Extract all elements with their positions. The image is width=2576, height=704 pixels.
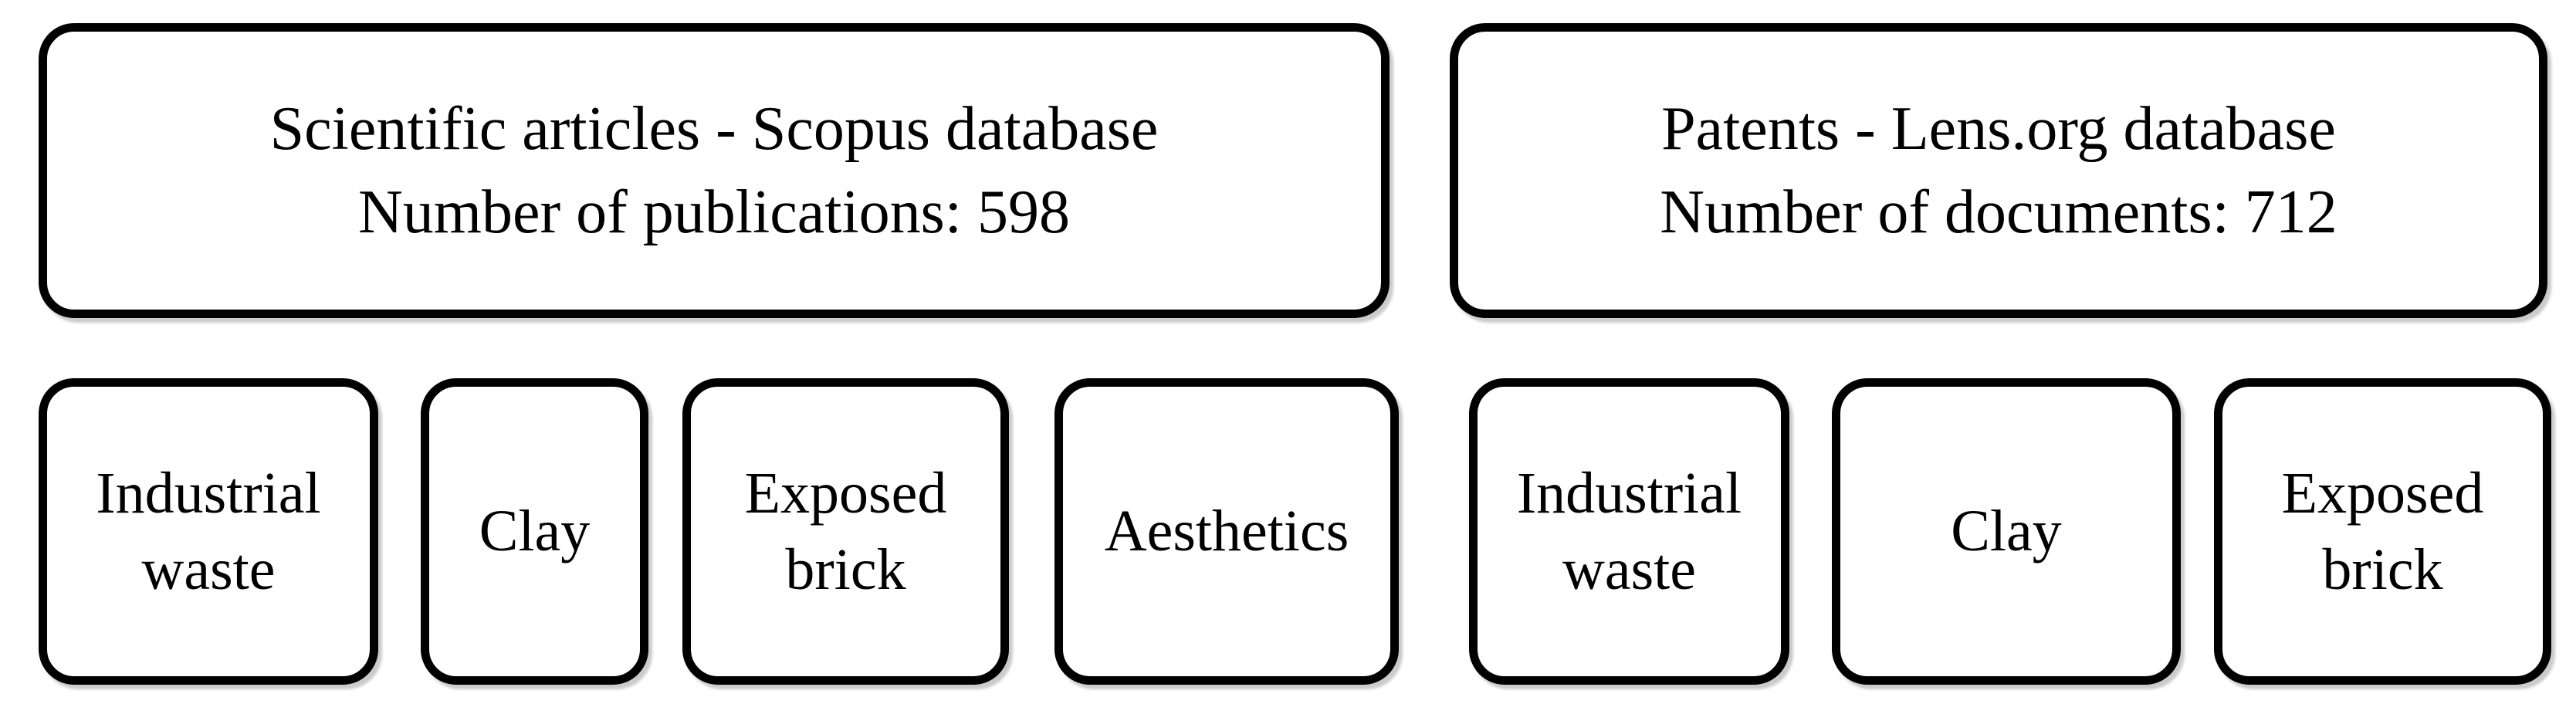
source-box-scopus: Scientific articles - Scopus database Nu… [39, 23, 1390, 318]
keyword-box-scopus-clay: Clay [421, 378, 648, 685]
keyword-box-scopus-exposed-brick: Exposed brick [682, 378, 1009, 685]
keyword-box-scopus-aesthetics: Aesthetics [1054, 378, 1399, 685]
keyword-box-lens-industrial-waste: Industrial waste [1469, 378, 1789, 685]
source-title-scopus: Scientific articles - Scopus database [269, 95, 1159, 163]
keyword-label: Industrial waste [1516, 460, 1742, 602]
source-title-lens: Patents - Lens.org database [1661, 95, 2336, 163]
keyword-box-lens-clay: Clay [1832, 378, 2181, 685]
keyword-label: Exposed brick [2281, 460, 2484, 602]
keyword-label: Industrial waste [96, 460, 321, 602]
source-box-lens: Patents - Lens.org database Number of do… [1450, 23, 2547, 318]
source-count-lens: Number of documents: 712 [1660, 178, 2337, 246]
keyword-label: Clay [1951, 499, 2062, 564]
keyword-label: Exposed brick [744, 460, 947, 602]
keyword-label: Clay [479, 499, 591, 564]
source-count-scopus: Number of publications: 598 [357, 178, 1071, 246]
keyword-label: Aesthetics [1104, 499, 1349, 564]
keyword-box-lens-exposed-brick: Exposed brick [2214, 378, 2551, 685]
keyword-box-scopus-industrial-waste: Industrial waste [39, 378, 378, 685]
